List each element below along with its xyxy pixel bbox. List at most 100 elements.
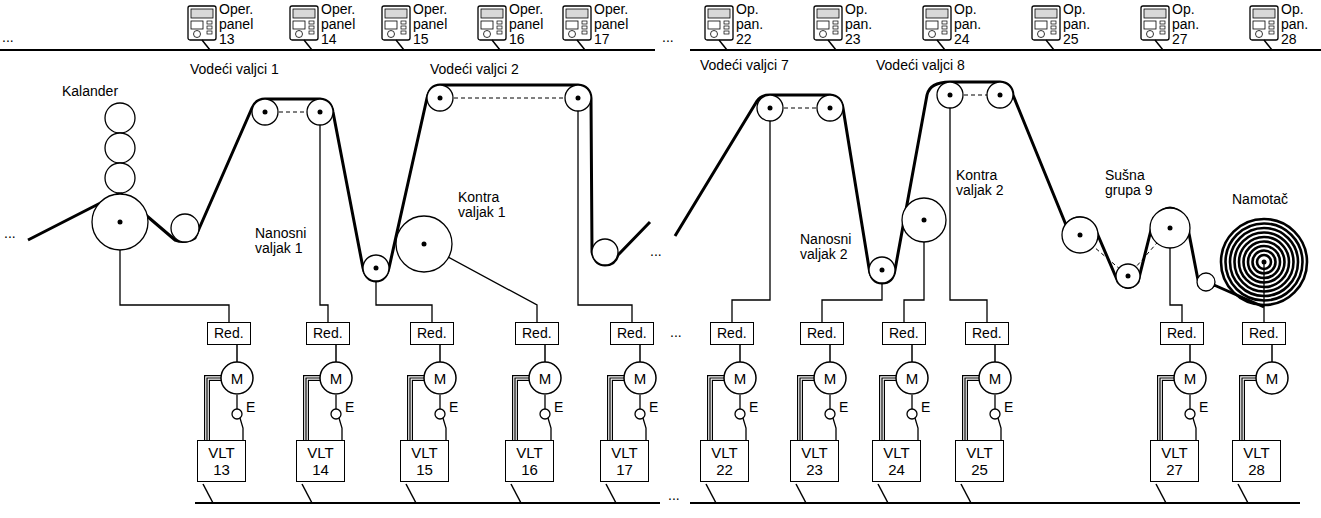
roller xyxy=(92,82,1215,291)
power-cable xyxy=(515,378,529,440)
shaft-line xyxy=(320,112,328,322)
roller xyxy=(105,103,135,133)
node-text: M xyxy=(1266,370,1279,387)
roller xyxy=(307,99,333,125)
connector-group xyxy=(830,345,831,362)
ellipsis: ... xyxy=(670,325,682,340)
label-text: Oper. panel 17 xyxy=(594,1,628,47)
connector-group xyxy=(1272,345,1273,362)
reducer-box: Red. xyxy=(1242,322,1286,345)
roller xyxy=(1197,273,1215,291)
connector-group xyxy=(800,378,814,440)
bus-taps xyxy=(706,484,716,503)
node-text: Red. xyxy=(1167,325,1197,341)
roller xyxy=(1062,217,1098,253)
vlt-drive-box: VLT 25 xyxy=(955,440,1004,482)
power-cable xyxy=(207,378,221,440)
motor-circle: M xyxy=(1255,361,1289,395)
roller-axis xyxy=(118,220,123,225)
label-text: ... xyxy=(650,243,662,259)
winder-reel xyxy=(1244,242,1285,283)
connector-group xyxy=(237,345,238,362)
roller xyxy=(105,163,135,193)
roller-axis xyxy=(1168,226,1173,231)
cable-core xyxy=(710,378,724,440)
machine-label: Sušna grupa 9 xyxy=(1105,168,1165,198)
operator-panels xyxy=(188,6,216,50)
label-text: Vodeći valjci 7 xyxy=(700,57,789,73)
bus-taps xyxy=(203,484,213,503)
encoders xyxy=(232,395,1196,441)
roller xyxy=(817,95,843,121)
label-text: Kalander xyxy=(62,83,118,99)
vlt-drive-box: VLT 24 xyxy=(872,440,921,482)
roller xyxy=(252,99,278,125)
label-text: Op. pan. 24 xyxy=(954,1,981,47)
vlt-drive-box: VLT 16 xyxy=(505,440,554,482)
vlt-drive-box: VLT 23 xyxy=(790,440,839,482)
ellipsis: ... xyxy=(662,30,674,45)
roller-axis xyxy=(576,96,581,101)
vlt-drive-box: VLT 15 xyxy=(400,440,449,482)
cable-core xyxy=(610,378,624,440)
roller-axis xyxy=(998,93,1003,98)
panel-label: Op. pan. 25 xyxy=(1063,2,1095,47)
operator-panels xyxy=(478,6,506,50)
roller xyxy=(565,85,591,111)
cable-core xyxy=(207,378,221,440)
motor-circle: M xyxy=(723,361,757,395)
encoder-label: E xyxy=(554,400,563,415)
machine-label: Vodeći valjci 2 xyxy=(430,62,519,77)
cable-gap xyxy=(515,378,529,440)
node-text: M xyxy=(734,370,747,387)
reducer-box: Red. xyxy=(1160,322,1204,345)
fieldbus-line xyxy=(0,49,655,51)
machine-label: Nanosni valjak 1 xyxy=(255,226,311,256)
encoders xyxy=(990,395,1001,441)
motor-outline xyxy=(320,362,352,394)
power-cable xyxy=(306,378,320,440)
power-cable xyxy=(1242,378,1256,440)
cable-core xyxy=(515,378,529,440)
encoders xyxy=(735,395,746,441)
power-cable xyxy=(1160,378,1174,440)
label-text: ... xyxy=(4,225,16,241)
label-text: Op. pan. 23 xyxy=(845,1,872,47)
shaft-coupling xyxy=(439,345,441,362)
motor-outline xyxy=(896,362,928,394)
cable-gap xyxy=(800,378,814,440)
ellipsis: ... xyxy=(668,488,680,503)
roller xyxy=(937,82,963,108)
shaft-coupling xyxy=(236,345,238,362)
roller-axis xyxy=(948,93,953,98)
panel-label: Op. pan. 23 xyxy=(845,2,877,47)
motor-circle: M xyxy=(978,361,1012,395)
label-text: Vodeći valjci 1 xyxy=(190,61,279,77)
encoder-label: E xyxy=(449,400,458,415)
label-text: Kontra valjak 1 xyxy=(458,189,505,220)
roller xyxy=(396,216,452,272)
encoder-label: E xyxy=(649,400,658,415)
label-text: E xyxy=(554,399,563,415)
panel-label: Oper. panel 14 xyxy=(321,2,365,47)
label-text: Vodeći valjci 8 xyxy=(876,57,965,73)
node-text: Red. xyxy=(972,325,1002,341)
paper-web xyxy=(675,82,1264,307)
node-text: M xyxy=(434,370,447,387)
encoder-label: E xyxy=(749,400,758,415)
label-text: E xyxy=(1199,399,1208,415)
winder-reel xyxy=(1221,219,1307,305)
roller-axis xyxy=(374,266,379,271)
panel-label: Op. pan. 28 xyxy=(1281,2,1313,47)
encoders xyxy=(540,395,551,441)
motor-circle: M xyxy=(1173,361,1207,395)
bus-taps xyxy=(878,484,888,503)
label-text: Nanosni valjak 1 xyxy=(255,225,306,256)
winder-reel xyxy=(1248,246,1280,278)
roller-axis xyxy=(318,110,323,115)
shaft-coupling xyxy=(335,345,337,362)
winder-reel xyxy=(1257,255,1271,269)
panel-label: Oper. panel 16 xyxy=(509,2,553,47)
encoder-label: E xyxy=(1004,400,1013,415)
node-text: M xyxy=(330,370,343,387)
